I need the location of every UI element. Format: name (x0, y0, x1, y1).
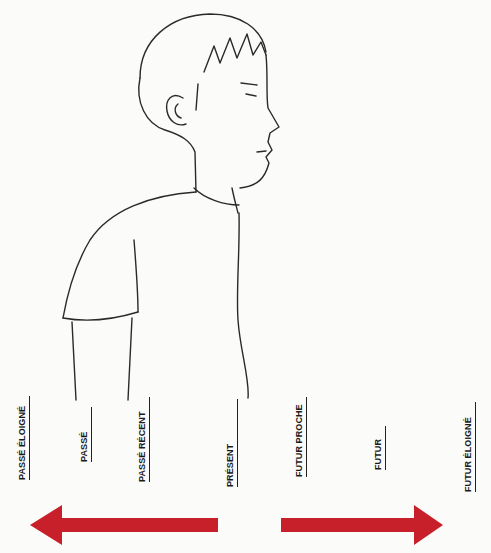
past-arrow (30, 505, 218, 545)
hair-outline (140, 14, 266, 78)
back-of-head (139, 78, 196, 192)
future-arrow (281, 505, 443, 545)
mouth (257, 151, 266, 152)
time-label: PRÉSENT (224, 399, 238, 487)
ear (167, 96, 186, 125)
arm-back (72, 322, 76, 400)
sleeve-hem (63, 312, 138, 320)
face-profile (240, 55, 279, 188)
time-label: PASSÉ ÉLOIGNÉ (16, 396, 30, 480)
arm-front (128, 318, 132, 400)
time-label: FUTUR ÉLOIGNÉ (462, 402, 476, 492)
eye (246, 94, 256, 96)
eyebrow (241, 83, 257, 85)
person-outline (63, 14, 279, 400)
time-label: PASSÉ (78, 407, 92, 462)
hair-fringe (204, 34, 266, 72)
chest-front (237, 213, 248, 398)
ear-inner (175, 104, 181, 118)
time-label: PASSÉ RÉCENT (136, 397, 150, 482)
collar (194, 188, 239, 205)
sideburn (196, 84, 198, 110)
shoulder-back (63, 192, 196, 318)
neck-front (232, 188, 238, 213)
time-label: FUTUR (372, 426, 386, 470)
sleeve-seam (134, 240, 138, 312)
time-label: FUTUR PROCHE (293, 397, 307, 477)
